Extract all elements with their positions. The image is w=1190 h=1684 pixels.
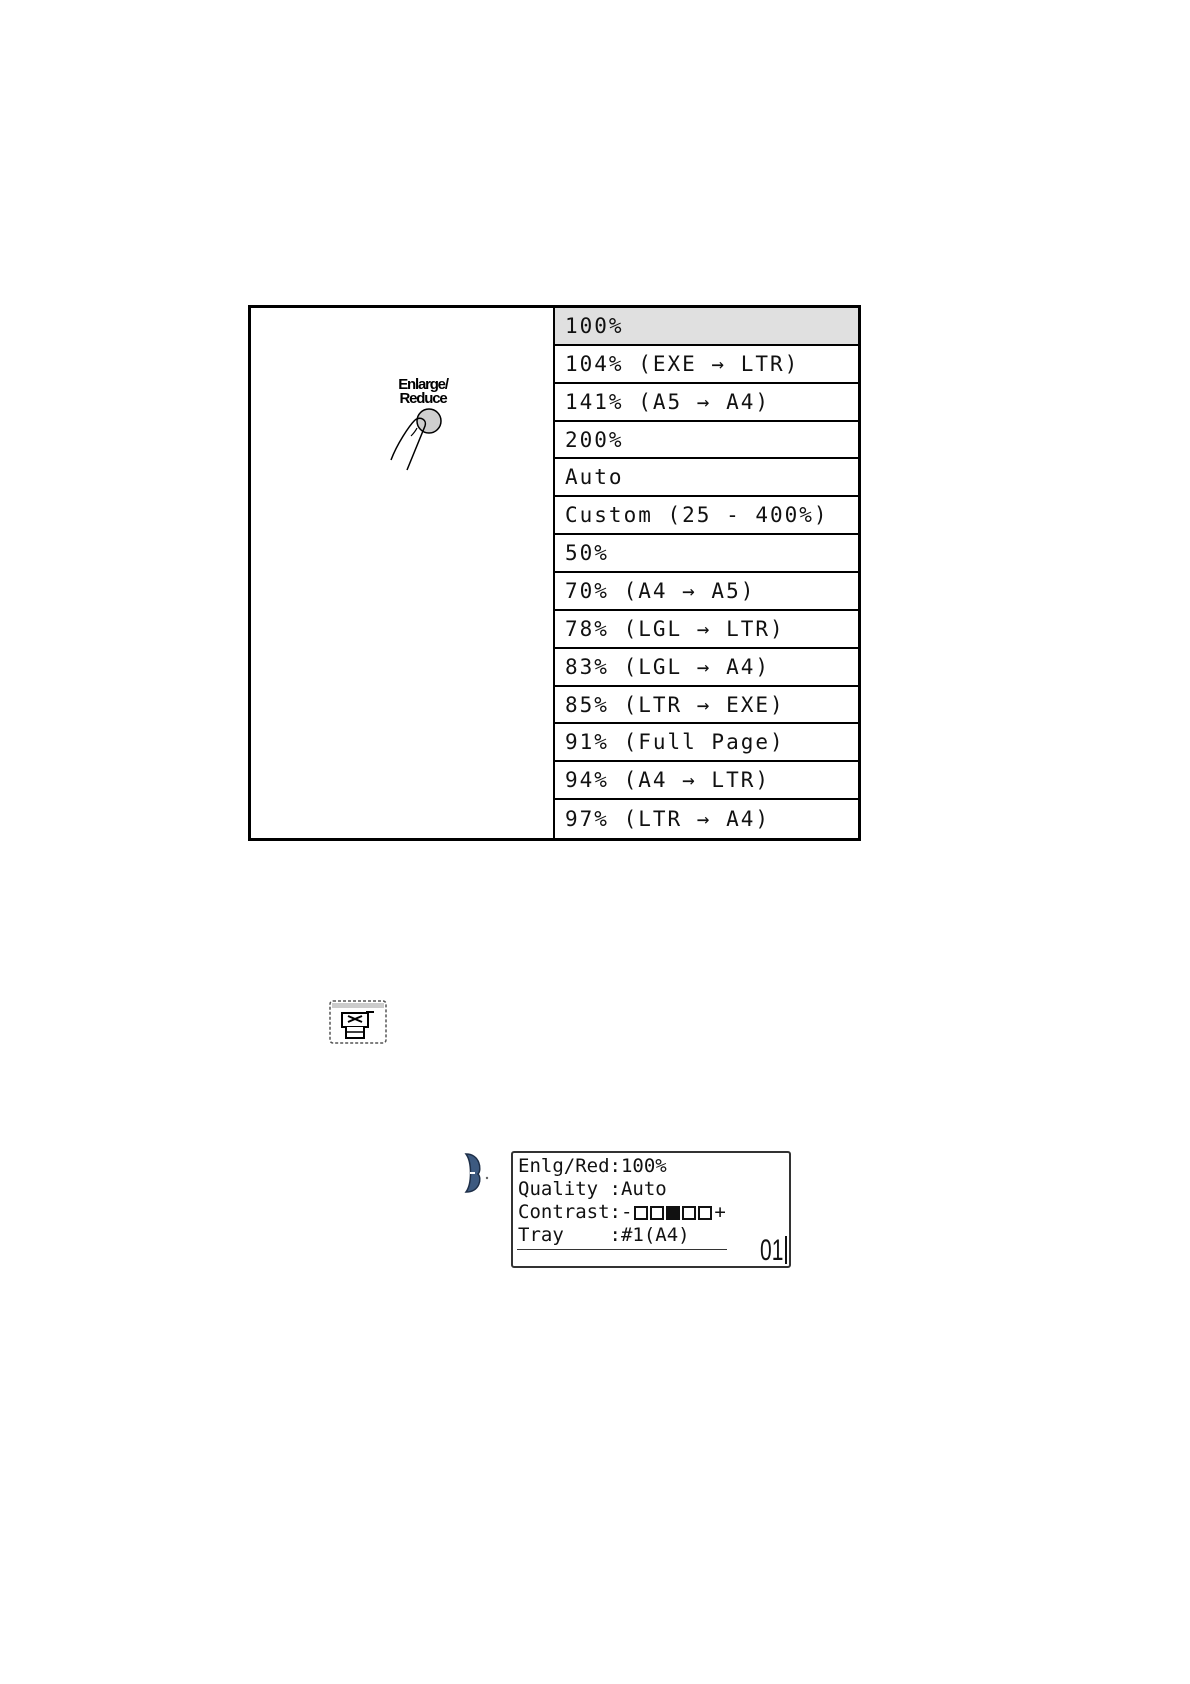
enlarge-reduce-option[interactable]: Custom (25 - 400%) — [555, 497, 858, 536]
enlarge-reduce-option[interactable]: 50% — [555, 535, 858, 574]
lcd-enlarge-reduce-line: Enlg/Red:100% — [518, 1155, 667, 1177]
enlarge-reduce-options-panel: Enlarge/ Reduce 100%104% (EXE → LTR)141%… — [248, 305, 861, 841]
lcd-contrast-line: Contrast:- + — [518, 1201, 789, 1224]
contrast-level-cell — [682, 1205, 697, 1220]
contrast-level-cell — [650, 1205, 665, 1220]
contrast-level-cell — [634, 1205, 649, 1220]
enlarge-reduce-option[interactable]: 100% — [555, 308, 858, 346]
enlarge-reduce-label-line1: Enlarge/ — [398, 376, 450, 393]
contrast-level-cell — [698, 1205, 713, 1220]
enlarge-reduce-option[interactable]: 104% (EXE → LTR) — [555, 346, 858, 384]
lcd-tray-line: Tray :#1(A4) — [518, 1224, 690, 1246]
enlarge-reduce-option[interactable]: 200% — [555, 422, 858, 460]
enlarge-reduce-button-icon[interactable]: Enlarge/ Reduce — [371, 370, 481, 480]
lcd-display: Enlg/Red:100% Quality :Auto Contrast:- +… — [511, 1151, 791, 1268]
contrast-level-cell — [666, 1205, 681, 1220]
lcd-contrast-label: Contrast:- — [518, 1201, 633, 1223]
enlarge-reduce-option[interactable]: 85% (LTR → EXE) — [555, 687, 858, 725]
enlarge-reduce-option[interactable]: 70% (A4 → A5) — [555, 573, 858, 611]
enlarge-reduce-option[interactable]: Auto — [555, 459, 858, 498]
step-marker-icon — [464, 1153, 489, 1193]
lcd-copy-counter: 01 — [759, 1234, 783, 1267]
enlarge-reduce-label-line2: Reduce — [400, 390, 448, 407]
enlarge-reduce-options-list: 100%104% (EXE → LTR)141% (A5 → A4)200%Au… — [555, 308, 858, 838]
enlarge-reduce-option[interactable]: 94% (A4 → LTR) — [555, 762, 858, 801]
lcd-contrast-plus: + — [714, 1201, 726, 1223]
copy-key-icon[interactable] — [328, 998, 390, 1046]
enlarge-reduce-option[interactable]: 141% (A5 → A4) — [555, 384, 858, 422]
enlarge-reduce-option[interactable]: 78% (LGL → LTR) — [555, 611, 858, 649]
lcd-quality-line: Quality :Auto — [518, 1178, 667, 1200]
enlarge-reduce-option[interactable]: 83% (LGL → A4) — [555, 649, 858, 687]
enlarge-reduce-option[interactable]: 91% (Full Page) — [555, 724, 858, 763]
lcd-contrast-bar — [634, 1205, 713, 1220]
enlarge-reduce-key-area: Enlarge/ Reduce — [251, 308, 555, 838]
enlarge-reduce-option[interactable]: 97% (LTR → A4) — [565, 807, 771, 832]
lcd-underline — [517, 1249, 727, 1250]
lcd-counter-tick — [785, 1236, 787, 1264]
